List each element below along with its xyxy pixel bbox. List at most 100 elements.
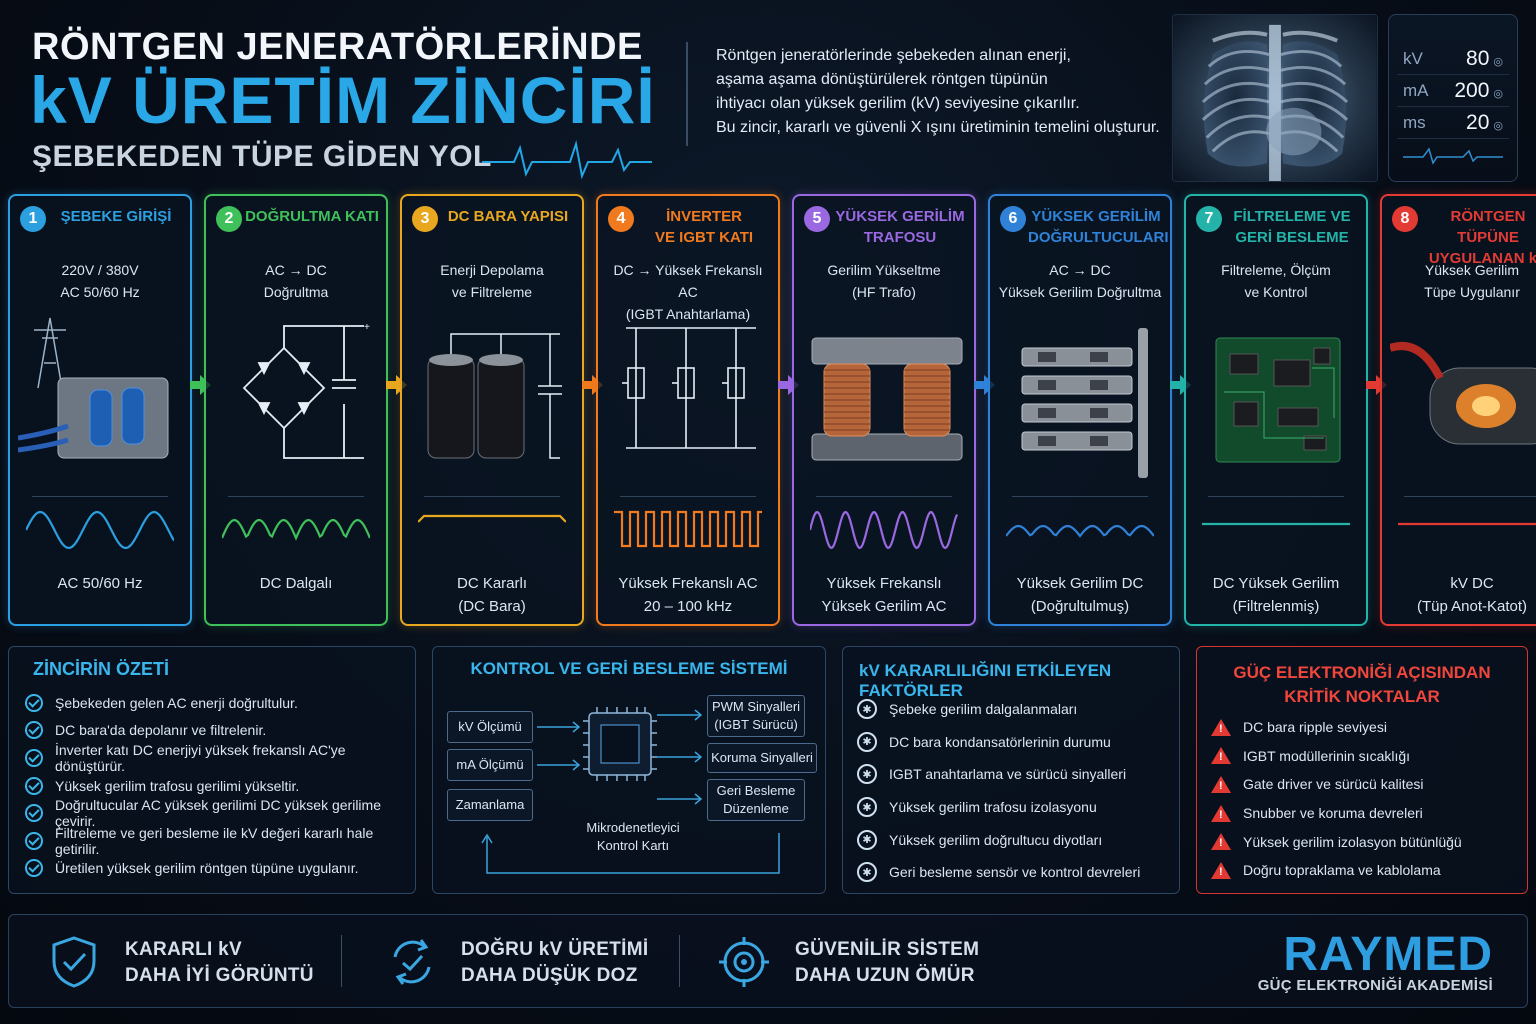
factors-panel: kV KARARLILIĞINI ETKİLEYEN FAKTÖRLER ✱ Şe… bbox=[842, 646, 1180, 894]
list-item-text: DC bara kondansatörlerinin durumu bbox=[889, 733, 1111, 750]
check-icon bbox=[25, 804, 43, 823]
xray-tube-icon bbox=[1390, 342, 1536, 445]
stage-title: RÖNTGEN TÜPÜNE UYGULANAN kV bbox=[1428, 208, 1536, 267]
stage-output-label: Yüksek Frekanslı AC 20 – 100 kHz bbox=[618, 575, 758, 615]
stage-output-label: Yüksek Gerilim DC (Doğrultulmuş) bbox=[1016, 575, 1144, 615]
list-item-text: DC bara ripple seviyesi bbox=[1243, 719, 1387, 736]
list-item-text: Doğrultucular AC yüksek gerilimi DC yüks… bbox=[55, 797, 381, 830]
svg-text:+: + bbox=[364, 322, 370, 333]
factors-title: kV KARARLILIĞINI ETKİLEYEN FAKTÖRLER bbox=[859, 661, 1112, 700]
stage-output-label: DC Dalgalı bbox=[259, 575, 333, 592]
summary-title: ZİNCİRİN ÖZETİ bbox=[33, 659, 169, 679]
chest-xray-image bbox=[1172, 14, 1378, 182]
list-item-text: IGBT modüllerinin sıcaklığı bbox=[1243, 747, 1411, 764]
stage-title: FİLTRELEME VE GERİ BESLEME bbox=[1233, 208, 1351, 246]
flow-arrow-icon bbox=[190, 375, 211, 395]
stage-output-label: AC 50/60 Hz bbox=[57, 575, 143, 592]
footer-line: DAHA UZUN ÖMÜR bbox=[795, 965, 975, 986]
footer-divider bbox=[679, 935, 680, 987]
stage-separator bbox=[1404, 496, 1536, 497]
list-item: ✱Yüksek gerilim trafosu izolasyonu bbox=[857, 791, 1140, 824]
list-item-text: Gate driver ve sürücü kalitesi bbox=[1243, 776, 1424, 793]
heartbeat-pulse-icon bbox=[482, 140, 652, 180]
intro-line: aşama aşama dönüştürülerek röntgen tüpün… bbox=[716, 71, 1048, 88]
stage-waveform-icon bbox=[222, 518, 370, 541]
list-item: ✱Yüksek gerilim doğrultucu diyotları bbox=[857, 823, 1140, 856]
stage-waveform-icon bbox=[1202, 522, 1350, 526]
stage-title: DC BARA YAPISI bbox=[447, 208, 569, 225]
stage-waveform-icon bbox=[810, 510, 958, 550]
stage-title: YÜKSEK GERİLİM DOĞRULTUCULARI bbox=[1028, 208, 1169, 246]
stage-separator bbox=[32, 496, 168, 497]
footer-item-1: KARARLI kV DAHA İYİ GÖRÜNTÜ bbox=[125, 937, 314, 989]
kv-measure-box: kV Ölçümü bbox=[447, 711, 533, 743]
monitor-label: kV bbox=[1403, 48, 1423, 68]
list-item-text: IGBT anahtarlama ve sürücü sinyalleri bbox=[889, 766, 1127, 783]
flow-arrow-icon bbox=[974, 375, 995, 395]
list-item: Şebekeden gelen AC enerji doğrultulur. bbox=[25, 689, 415, 717]
header-divider bbox=[686, 42, 688, 146]
feedback-loop-line bbox=[481, 833, 780, 874]
list-item: !Gate driver ve sürücü kalitesi bbox=[1211, 770, 1462, 799]
intro-line: ihtiyacı olan yüksek gerilim (kV) seviye… bbox=[716, 95, 1080, 112]
monitor-row-kv: kV 80◎ bbox=[1397, 43, 1509, 75]
title-line-3: ŞEBEKEDEN TÜPE GİDEN YOL bbox=[32, 140, 492, 173]
diode-bridge-icon: + bbox=[242, 322, 370, 459]
footer-divider bbox=[341, 935, 342, 987]
flow-arrow-icon bbox=[778, 375, 799, 395]
flow-arrow-icon bbox=[386, 375, 407, 395]
list-item: İnverter katı DC enerjiyi yüksek frekans… bbox=[25, 741, 415, 774]
stage-separator bbox=[424, 496, 560, 497]
list-item: !Yüksek gerilim izolasyon bütünlüğü bbox=[1211, 827, 1462, 856]
check-icon bbox=[25, 859, 43, 878]
check-icon bbox=[25, 693, 43, 712]
footer-line: DAHA İYİ GÖRÜNTÜ bbox=[125, 965, 314, 986]
warning-icon: ! bbox=[1211, 861, 1231, 879]
monitor-value: 80 bbox=[1466, 46, 1490, 70]
stage-number-badge: 5 bbox=[804, 206, 830, 232]
stage-description: Filtreleme, Ölçüm ve Kontrol bbox=[1221, 262, 1331, 300]
footer-line: DOĞRU kV ÜRETİMİ bbox=[461, 939, 649, 960]
footer-item-2: DOĞRU kV ÜRETİMİ DAHA DÜŞÜK DOZ bbox=[461, 937, 648, 989]
gear-icon: ✱ bbox=[857, 731, 877, 752]
stage-description: AC → DC Doğrultma bbox=[263, 262, 329, 300]
control-title: KONTROL VE GERİ BESLEME SİSTEMİ bbox=[470, 659, 788, 678]
warning-icon: ! bbox=[1211, 833, 1231, 851]
monitor-value: 200 bbox=[1454, 78, 1490, 102]
list-item: DC bara'da depolanır ve filtrelenir. bbox=[25, 717, 415, 745]
stage-number-badge: 8 bbox=[1392, 206, 1418, 232]
flow-arrow-icon bbox=[1366, 375, 1387, 395]
stage-separator bbox=[1012, 496, 1148, 497]
stage-separator bbox=[620, 496, 756, 497]
critical-list: ! DC bara ripple seviyesi ! IGBT modülleri… bbox=[1211, 713, 1462, 885]
factors-list: ✱Şebeke gerilim dalgalanmaları ✱DC bara … bbox=[857, 693, 1140, 889]
ma-measure-box: mA Ölçümü bbox=[447, 749, 533, 781]
adjust-knob-icon: ◎ bbox=[1493, 55, 1503, 68]
list-item-text: İnverter katı DC enerjiyi yüksek frekans… bbox=[55, 741, 346, 774]
critical-title: GÜÇ ELEKTRONİĞİ AÇISINDAN KRİTİK NOKTALA… bbox=[1233, 663, 1491, 706]
stage-waveform-icon bbox=[1006, 524, 1154, 538]
intro-line: Röntgen jeneratörlerinde şebekeden alına… bbox=[716, 47, 1071, 64]
stage-waveform-icon bbox=[1398, 522, 1536, 526]
list-item: Filtreleme ve geri besleme ile kV değeri… bbox=[25, 825, 415, 857]
list-item: Üretilen yüksek gerilim röntgen tüpüne u… bbox=[25, 855, 415, 883]
monitor-row-ma: mA 200◎ bbox=[1397, 75, 1509, 107]
monitor-value: 20 bbox=[1466, 110, 1490, 134]
transformer-icon bbox=[811, 337, 963, 461]
stage-number-badge: 2 bbox=[216, 206, 242, 232]
check-icon bbox=[25, 748, 43, 767]
list-item-text: Geri besleme sensör ve kontrol devreleri bbox=[889, 864, 1141, 881]
monitor-label: ms bbox=[1403, 112, 1426, 132]
check-icon bbox=[25, 776, 43, 795]
list-item-text: Şebekeden gelen AC enerji doğrultulur. bbox=[55, 694, 298, 711]
list-item-text: Şebeke gerilim dalgalanmaları bbox=[889, 701, 1078, 718]
stage-separator bbox=[1208, 496, 1344, 497]
power-tower-icon bbox=[18, 317, 169, 459]
stage-number-badge: 1 bbox=[20, 206, 46, 232]
monitor-waveform-icon bbox=[1403, 147, 1503, 165]
stage-description: DC → Yüksek Frekanslı AC (IGBT Anahtarla… bbox=[613, 262, 763, 322]
list-item: Doğrultucular AC yüksek gerilimi DC yüks… bbox=[25, 797, 415, 830]
